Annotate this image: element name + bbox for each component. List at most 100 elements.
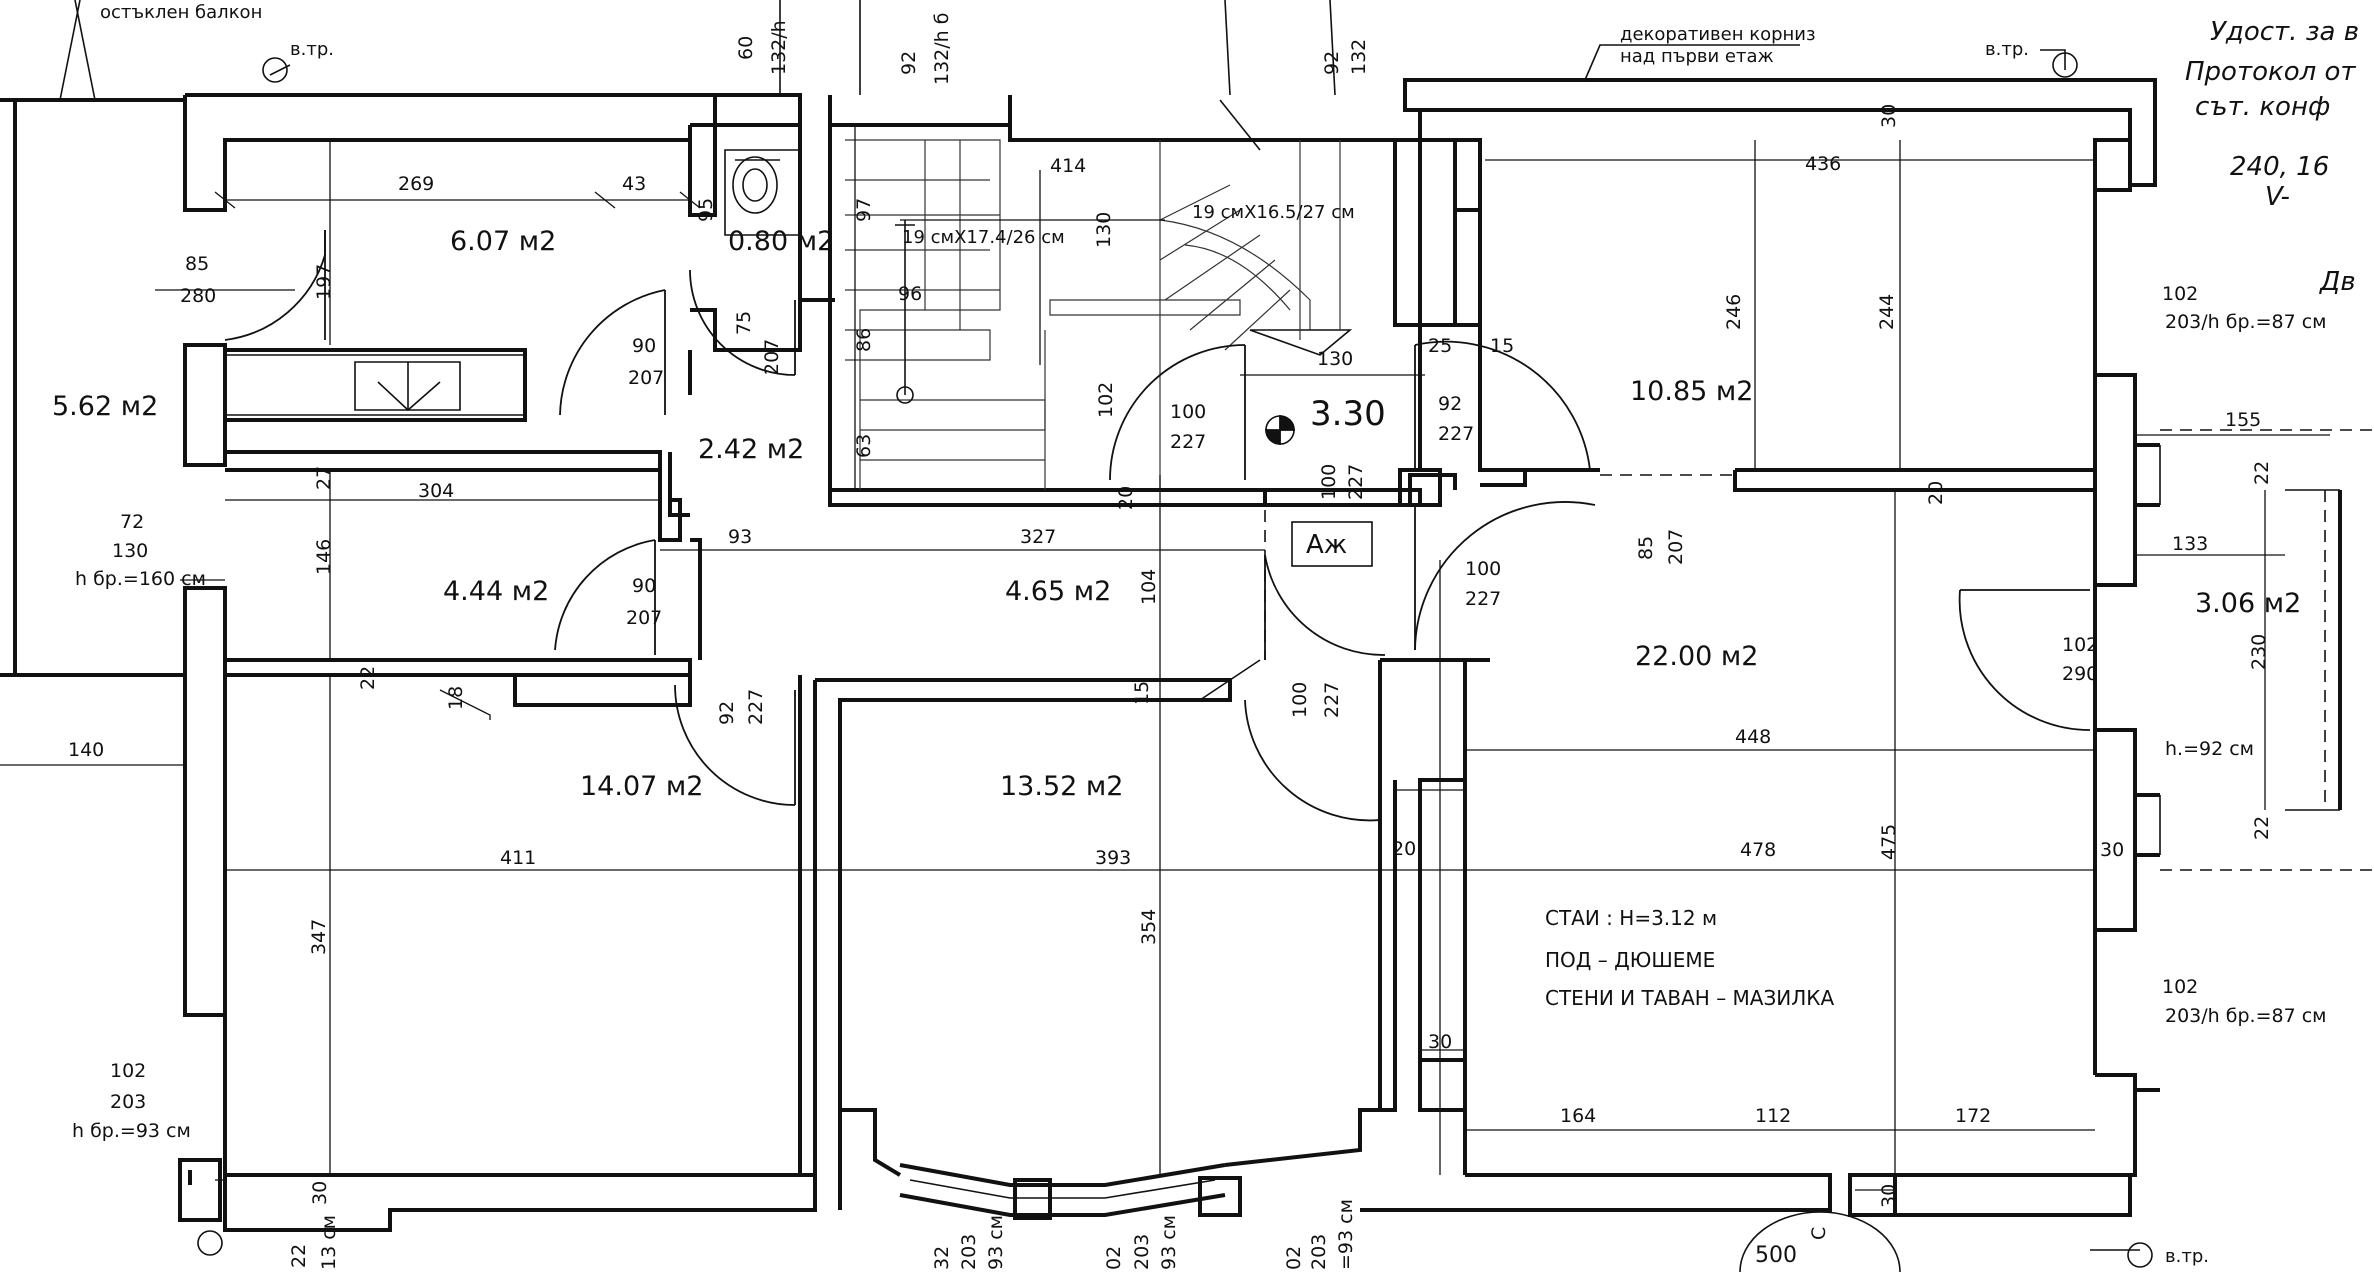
dim-18: 18: [445, 686, 467, 710]
dim-hb160: h бр.=160 см: [75, 568, 206, 590]
dim-104: 104: [1138, 569, 1160, 605]
hand-line-6: Дв: [2319, 267, 2356, 297]
dim-92a: 92: [898, 51, 920, 75]
hand-line-5: V-: [2265, 182, 2290, 212]
dim-102b: 102: [2162, 283, 2198, 305]
dim-130b: 130: [1317, 348, 1353, 370]
room-notes-line-3: СТЕНИ И ТАВАН – МАЗИЛКА: [1545, 986, 1835, 1010]
dim-85b: 85: [1635, 536, 1657, 560]
dim-414: 414: [1050, 155, 1086, 177]
dim-bottom-93c: 93 см: [1158, 1215, 1180, 1270]
interior-walls: [223, 125, 2135, 1175]
stair-spec-left: 19 смХ17.4/26 см: [902, 227, 1065, 248]
dim-269: 269: [398, 173, 434, 195]
hand-line-4: 240, 16: [2230, 152, 2329, 182]
dim-30d: 30: [1878, 1184, 1900, 1208]
hand-line-2: Протокол от: [2185, 57, 2356, 87]
dim-92b: 92: [1321, 51, 1343, 75]
dim-354: 354: [1138, 909, 1160, 945]
dim-130a: 130: [1093, 212, 1115, 248]
dim-bottom-203a: 203: [958, 1234, 980, 1270]
dim-30e: 30: [309, 1181, 331, 1205]
room-notes: СТАИ : Н=3.12 м ПОД – ДЮШЕМЕ СТЕНИ И ТАВ…: [1545, 906, 1835, 1010]
dim-102c: 102: [2062, 634, 2098, 656]
dim-95: 95: [695, 198, 717, 222]
leaders: [59, 0, 2153, 1272]
dim-132hb: 132/h б: [931, 13, 953, 85]
dim-436: 436: [1805, 153, 1841, 175]
dim-30b: 30: [2100, 839, 2124, 861]
dim-227a: 227: [1170, 431, 1206, 453]
dim-203hb87a: 203/h бр.=87 см: [2165, 311, 2326, 333]
dim-bottom-93a: 13 см: [318, 1215, 340, 1270]
dim-90a: 90: [632, 335, 656, 357]
dim-100a: 100: [1170, 401, 1206, 423]
dim-20a: 20: [1115, 486, 1137, 510]
dim-60: 60: [735, 36, 757, 60]
area-corridor: 4.65 м2: [1005, 576, 1111, 607]
dim-280: 280: [180, 285, 216, 307]
room-notes-line-1: СТАИ : Н=3.12 м: [1545, 906, 1717, 930]
area-room-ne: 10.85 м2: [1630, 376, 1753, 407]
dim-102e: 102: [110, 1060, 146, 1082]
dim-203: 203: [110, 1091, 146, 1113]
dim-43: 43: [622, 173, 646, 195]
dim-92d: 92: [716, 701, 738, 725]
dim-197: 197: [313, 264, 335, 300]
dim-132h: 132/h: [768, 20, 790, 75]
level-mark: 3.30: [1310, 394, 1386, 434]
dim-97: 97: [853, 198, 875, 222]
dim-30a: 30: [1878, 104, 1900, 128]
dim-100c: 100: [1465, 558, 1501, 580]
dim-72: 72: [120, 511, 144, 533]
dim-bottom-c: С: [1808, 1227, 1830, 1240]
dim-393: 393: [1095, 847, 1131, 869]
dim-227d: 227: [1465, 588, 1501, 610]
dim-478: 478: [1740, 839, 1776, 861]
area-balcony: 5.62 м2: [52, 391, 158, 422]
dim-bottom-500: 500: [1755, 1243, 1797, 1268]
dim-146: 146: [313, 539, 335, 575]
dim-102d: 102: [2162, 976, 2198, 998]
area-wc: 0.80 м2: [728, 226, 834, 257]
dim-27: 27: [313, 466, 335, 490]
dim-207b: 207: [761, 339, 783, 375]
dim-22c: 22: [2251, 816, 2273, 840]
dim-172: 172: [1955, 1105, 1991, 1127]
dim-207d: 207: [1665, 529, 1687, 565]
dim-93: 93: [728, 526, 752, 548]
dim-246: 246: [1723, 294, 1745, 330]
dim-207c: 207: [626, 607, 662, 629]
dim-25: 25: [1428, 335, 1452, 357]
dim-304: 304: [418, 480, 454, 502]
door-swings: [224, 230, 2091, 822]
dim-230: 230: [2248, 634, 2270, 670]
dim-96: 96: [898, 283, 922, 305]
dim-15: 15: [1490, 335, 1514, 357]
annotation-balcony: остъклен балкон: [100, 2, 262, 23]
dim-75: 75: [733, 311, 755, 335]
annotation-downpipe-left: в.тр.: [290, 39, 334, 60]
dim-63: 63: [853, 434, 875, 458]
handwritten-notes: Удост. за в Протокол от сът. конф 240, 1…: [2185, 17, 2359, 297]
stair-hatch: [845, 139, 1353, 490]
dim-227b: 227: [1438, 423, 1474, 445]
outer-walls: [0, 78, 2374, 1232]
area-room-s: 13.52 м2: [1000, 771, 1123, 802]
dim-bottom-203c: 203: [1308, 1234, 1330, 1270]
area-hall-small: 2.42 м2: [698, 434, 804, 465]
dim-22b: 22: [357, 666, 379, 690]
wc-fixture: [724, 149, 801, 236]
dim-207a: 207: [628, 367, 664, 389]
dim-85: 85: [185, 253, 209, 275]
dim-bottom-02a: 02: [1103, 1246, 1125, 1270]
dim-102a: 102: [1095, 382, 1117, 418]
dim-448: 448: [1735, 726, 1771, 748]
dim-411: 411: [500, 847, 536, 869]
dim-bottom-32: 32: [931, 1246, 953, 1270]
dim-227e: 227: [745, 689, 767, 725]
hand-line-3: сът. конф: [2195, 92, 2330, 122]
dim-20b: 20: [1925, 481, 1947, 505]
dim-hb93: h бр.=93 см: [72, 1120, 191, 1142]
